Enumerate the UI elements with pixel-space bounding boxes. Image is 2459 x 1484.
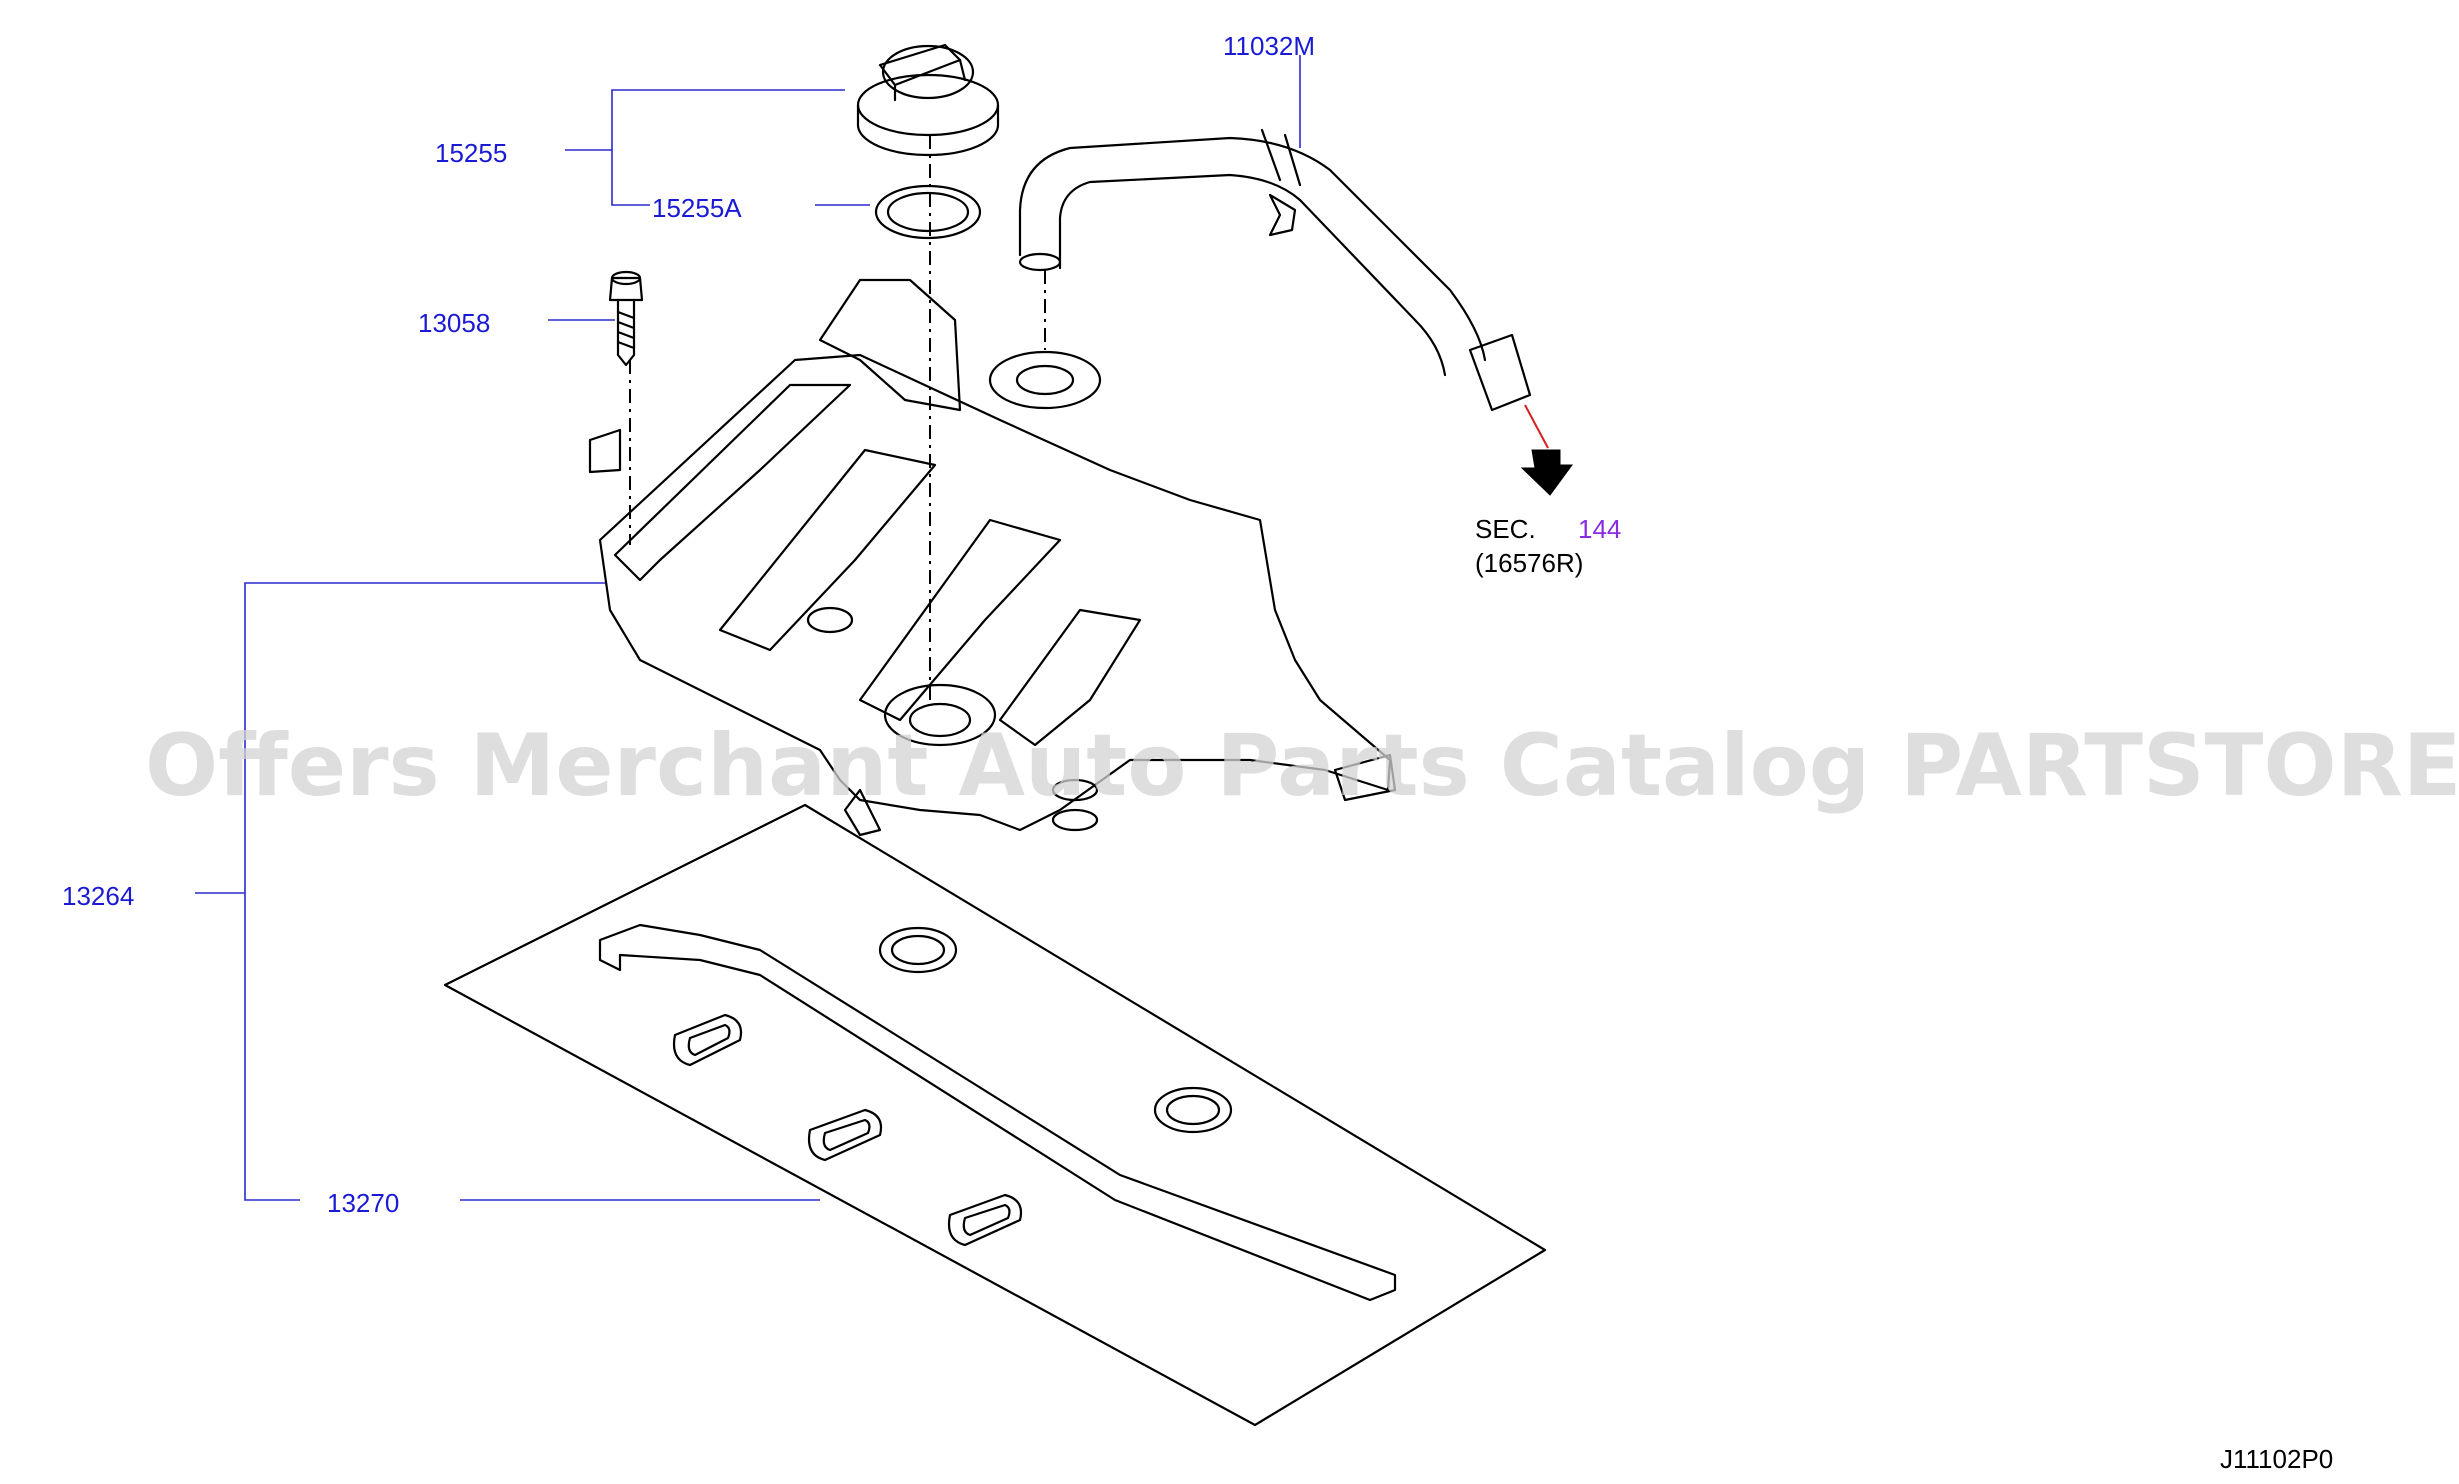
diagram-code: J11102P0 xyxy=(2220,1444,2333,1474)
part-label-13270[interactable]: 13270 xyxy=(327,1188,399,1218)
section-prefix: SEC. xyxy=(1475,514,1536,544)
o-ring xyxy=(874,184,982,240)
oil-filler-cap xyxy=(856,43,1000,157)
axis-lines xyxy=(629,135,1046,700)
rocker-cover xyxy=(588,278,1397,837)
part-label-15255A[interactable]: 15255A xyxy=(652,193,742,223)
part-label-11032M[interactable]: 11032M xyxy=(1223,31,1315,61)
blow-by-hose xyxy=(1018,128,1532,412)
watermark: Offers Merchant Auto Parts Catalog PARTS… xyxy=(145,716,2459,816)
part-label-13264[interactable]: 13264 xyxy=(62,881,134,911)
leader-lines xyxy=(195,55,1301,1201)
part-label-15255[interactable]: 15255 xyxy=(435,138,507,168)
section-sub: (16576R) xyxy=(1475,548,1583,578)
bolt xyxy=(608,270,644,367)
gasket-set xyxy=(443,803,1547,1427)
section-number-link[interactable]: 144 xyxy=(1578,514,1621,544)
section-arrow xyxy=(1520,404,1573,496)
part-label-13058[interactable]: 13058 xyxy=(418,308,490,338)
